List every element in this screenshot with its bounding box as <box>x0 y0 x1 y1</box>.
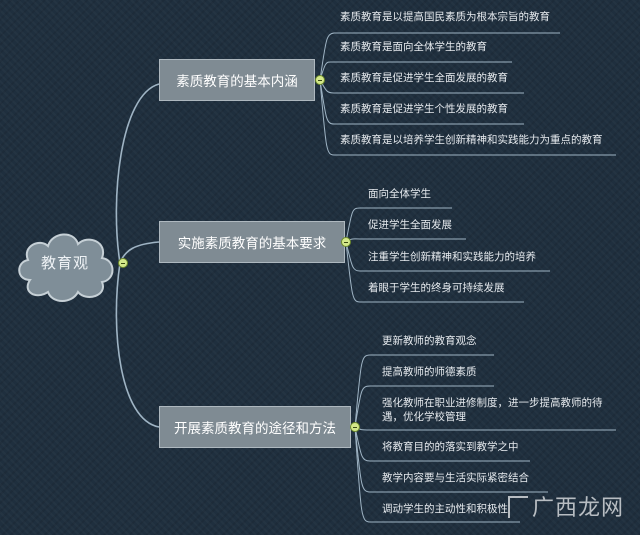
branch-collapse-icon[interactable] <box>350 422 360 432</box>
root-collapse-icon[interactable] <box>118 258 128 268</box>
leaf-item[interactable]: 素质教育是面向全体学生的教育 <box>340 41 487 53</box>
branch-node-requirements[interactable]: 实施素质教育的基本要求 <box>159 221 345 263</box>
root-node-label[interactable]: 教育观 <box>40 254 89 272</box>
leaf-item[interactable]: 素质教育是以培养学生创新精神和实践能力为重点的教育 <box>340 134 603 146</box>
leaf-item[interactable]: 促进学生全面发展 <box>368 219 452 231</box>
leaf-item[interactable]: 素质教育是促进学生全面发展的教育 <box>340 72 508 84</box>
branch-node-connotation[interactable]: 素质教育的基本内涵 <box>159 59 315 101</box>
leaf-item[interactable]: 着眼于学生的终身可持续发展 <box>368 282 505 294</box>
branch-node-methods[interactable]: 开展素质教育的途径和方法 <box>159 406 351 448</box>
leaf-item[interactable]: 素质教育是促进学生个性发展的教育 <box>340 103 508 115</box>
leaf-item[interactable]: 面向全体学生 <box>368 188 431 200</box>
leaf-item[interactable]: 将教育目的的落实到教学之中 <box>382 441 519 453</box>
leaf-item[interactable]: 强化教师在职业进修制度，进一步提高教师的待遇，优化学校管理 <box>382 397 603 423</box>
branch-collapse-icon[interactable] <box>315 75 325 85</box>
root-cloud-shape <box>18 233 114 302</box>
leaf-item[interactable]: 素质教育是以提高国民素质为根本宗旨的教育 <box>340 11 550 23</box>
leaf-item[interactable]: 更新教师的教育观念 <box>382 335 477 347</box>
leaf-item[interactable]: 提高教师的师德素质 <box>382 366 477 378</box>
leaf-item[interactable]: 教学内容要与生活实际紧密结合 <box>382 472 529 484</box>
watermark: 广西龙网 <box>508 490 624 522</box>
watermark-text: 广西龙网 <box>532 496 625 521</box>
leaf-item[interactable]: 调动学生的主动性和积极性 <box>382 503 508 515</box>
watermark-logo-icon <box>508 496 528 518</box>
leaf-item[interactable]: 注重学生创新精神和实践能力的培养 <box>368 251 536 263</box>
branch-collapse-icon[interactable] <box>341 237 351 247</box>
